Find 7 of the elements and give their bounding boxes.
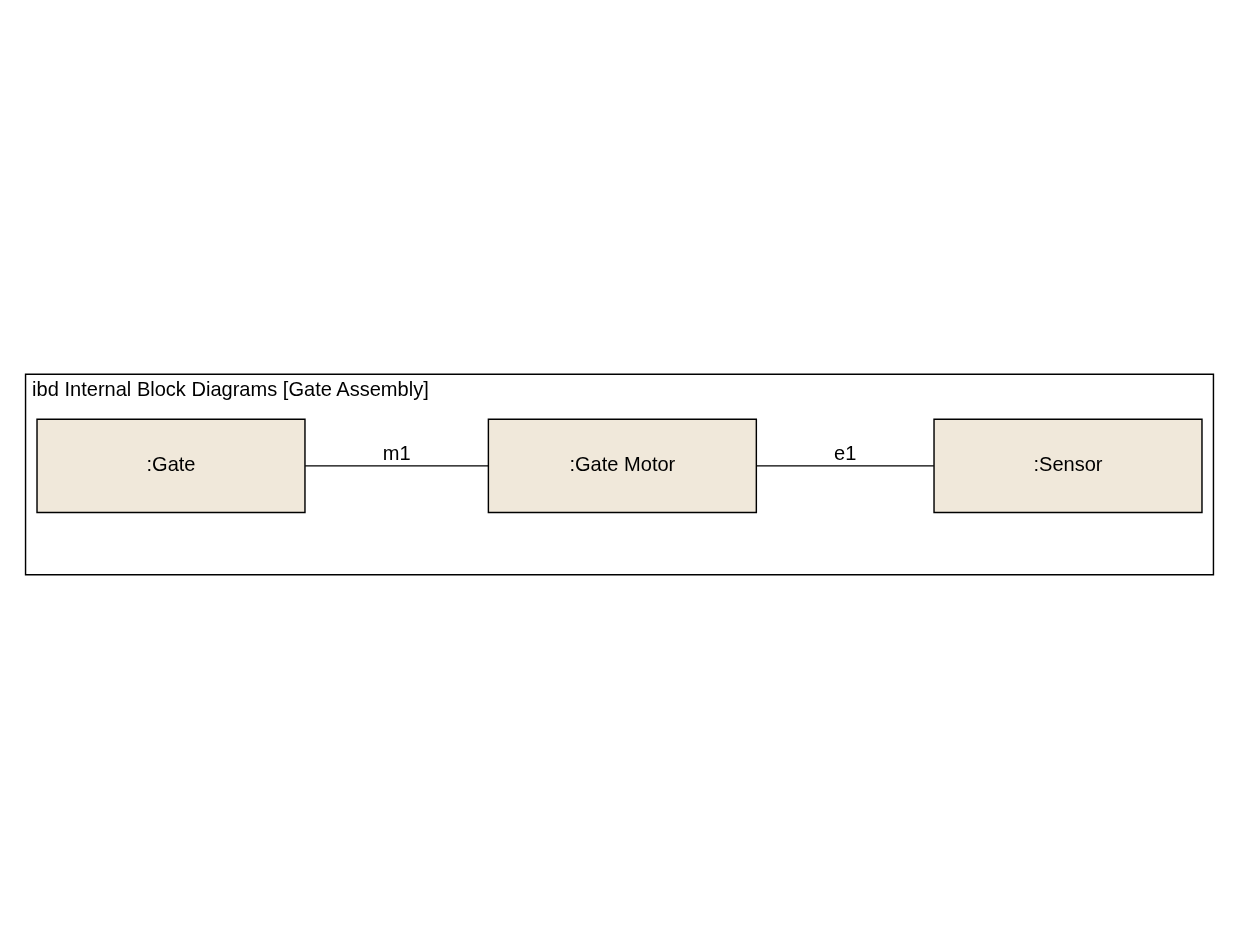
node-box: :Sensor — [933, 418, 1203, 513]
edge-label: e1 — [834, 441, 857, 464]
edge-label: m1 — [382, 441, 411, 464]
connector — [755, 464, 935, 467]
node-box: :Gate — [36, 418, 306, 513]
node-box: :Gate Motor — [487, 418, 758, 513]
connector — [304, 464, 489, 467]
